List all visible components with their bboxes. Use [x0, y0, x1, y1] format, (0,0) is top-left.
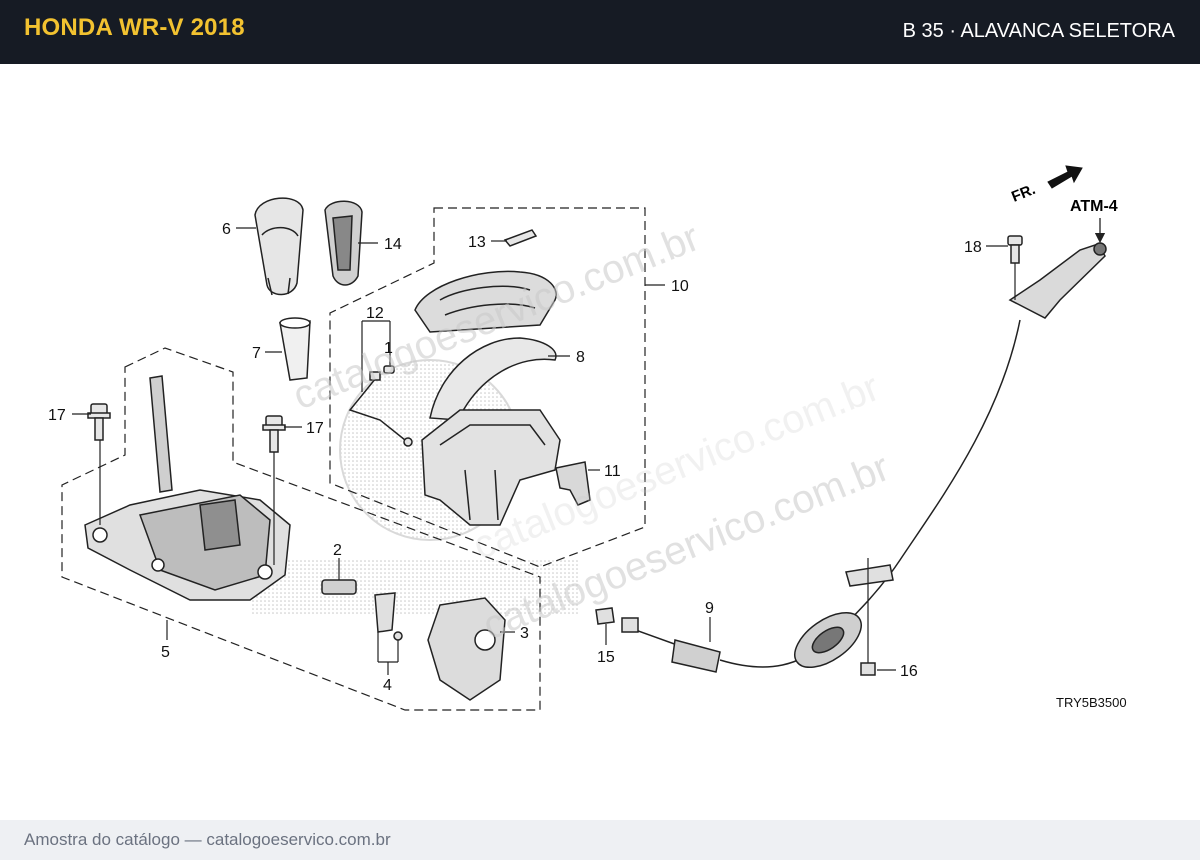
leader-lines: [72, 227, 1016, 675]
callout-14: 14: [384, 236, 402, 253]
callout-17-left: 17: [48, 407, 66, 424]
drawing-code: TRY5B3500: [1056, 695, 1127, 710]
callout-3: 3: [520, 625, 529, 642]
part-7-boot: [279, 317, 311, 381]
callout-8: 8: [576, 349, 585, 366]
callout-11: 11: [604, 463, 621, 480]
outline-assembly-5: [61, 347, 541, 711]
part-1-bulb: [383, 365, 395, 374]
callout-15: 15: [597, 649, 615, 666]
part-8-panel: [429, 337, 557, 421]
atm-label: ATM-4: [1070, 198, 1118, 215]
fr-label: FR.: [1009, 181, 1038, 206]
callout-4: 4: [383, 677, 392, 694]
parts-diagram: FR. ATM-4 6 14 7 17: [0, 64, 1200, 820]
assembly-outlines: [61, 207, 646, 711]
callout-10: 10: [671, 278, 689, 295]
part-17-bolt-right: [262, 415, 286, 453]
header-bar: HONDA WR-V 2018 B 35 · ALAVANCA SELETORA: [0, 0, 1200, 64]
part-2-sensor: [321, 579, 357, 595]
diagram-svg: FR. ATM-4 6 14 7 17: [48, 165, 1127, 711]
callout-6: 6: [222, 221, 231, 238]
part-10-housing: [421, 409, 561, 526]
part-18-bolt: [1007, 235, 1023, 264]
section-title: B 35 · ALAVANCA SELETORA: [902, 20, 1175, 42]
footer-text: Amostra do catálogo — catalogoeservico.c…: [24, 830, 391, 849]
part-14-knob-cover: [324, 200, 363, 286]
callout-2: 2: [333, 542, 342, 559]
part-10-cover: [414, 270, 557, 333]
callouts: 6 14 7 17 17 5 13 10 12 1 8 11 2 4 3 15 …: [48, 221, 982, 694]
part-3-solenoid: [427, 597, 506, 701]
callout-1: 1: [384, 340, 393, 357]
callout-13: 13: [468, 234, 486, 251]
callout-5: 5: [161, 644, 170, 661]
part-11-bracket: [555, 461, 591, 506]
part-4-lock: [374, 592, 403, 641]
part-6-knob: [254, 197, 304, 296]
callout-12: 12: [366, 305, 384, 322]
footer-bar: Amostra do catálogo — catalogoeservico.c…: [0, 820, 1200, 860]
part-9-cable: [621, 242, 1107, 673]
callout-7: 7: [252, 345, 261, 362]
callout-9: 9: [705, 600, 714, 617]
part-15-nut: [595, 607, 615, 625]
part-13-clip: [503, 229, 538, 247]
callout-18: 18: [964, 239, 982, 256]
part-17-bolt-left: [87, 403, 111, 441]
part-5-lever-assembly: [84, 375, 291, 601]
outline-assembly-10: [329, 207, 646, 568]
callout-16: 16: [900, 663, 918, 680]
part-12-wire: [348, 371, 413, 447]
callout-17-right: 17: [306, 420, 324, 437]
vehicle-title: HONDA WR-V 2018: [24, 14, 245, 41]
